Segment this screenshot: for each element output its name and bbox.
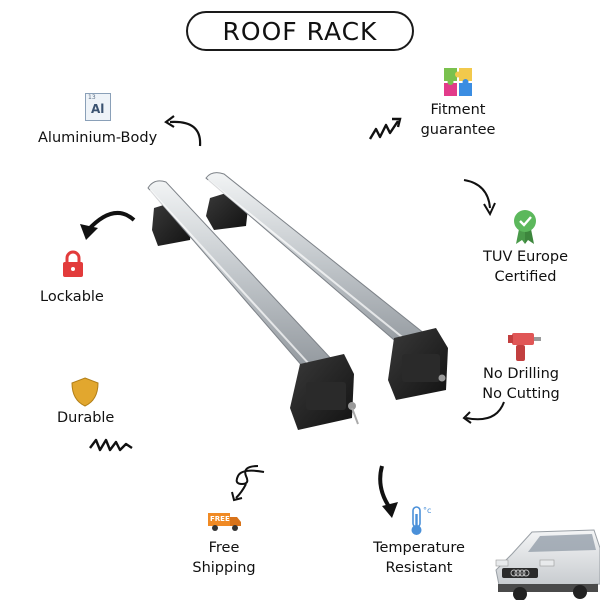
feature-fitment-line2: guarantee: [420, 122, 496, 138]
feature-fitment-label: Fitment guarantee: [418, 100, 498, 140]
feature-temperature-line1: Temperature: [373, 540, 465, 556]
feature-aluminium-label: Aluminium-Body: [38, 130, 158, 146]
squiggle-arrow-icon: [89, 438, 133, 452]
curved-arrow-icon: [80, 210, 136, 240]
curved-arrow-icon: [462, 401, 505, 424]
page-title: ROOF RACK: [222, 16, 378, 46]
feature-shipping-label: Free Shipping: [184, 538, 264, 578]
thermometer-icon: °c: [408, 506, 434, 536]
truck-shape: [208, 513, 241, 531]
temperature-unit: °c: [423, 506, 432, 515]
feature-durable-label: Durable: [57, 410, 115, 426]
feature-temperature-label: Temperature Resistant: [368, 538, 470, 578]
feature-shipping-line2: Shipping: [192, 560, 256, 576]
car-logo: [510, 569, 530, 577]
feature-tuv-line2: Certified: [494, 269, 557, 285]
feature-shipping-line1: Free: [208, 540, 240, 556]
car-image: [495, 529, 600, 600]
drill-icon: [508, 333, 541, 361]
feature-fitment-line1: Fitment: [430, 102, 486, 118]
feature-tuv-label: TUV Europe Certified: [478, 247, 573, 287]
thermometer-shape: [411, 506, 422, 535]
certified-badge-icon: [514, 210, 536, 244]
feature-lockable-label: Lockable: [40, 289, 104, 305]
feature-drilling-line2: No Cutting: [482, 386, 560, 402]
aluminium-element-icon: 13 Al: [85, 93, 111, 121]
feature-drilling-line1: No Drilling: [483, 366, 559, 382]
feature-drilling-label: No Drilling No Cutting: [476, 364, 566, 404]
padlock-icon: [63, 250, 83, 277]
title-badge: ROOF RACK: [186, 11, 414, 51]
curved-arrow-icon: [378, 465, 398, 518]
feature-temperature-line2: Resistant: [385, 560, 453, 576]
free-badge-text: FREE: [210, 515, 230, 523]
feature-tuv-line1: TUV Europe: [483, 249, 568, 265]
shield-icon: [71, 377, 99, 407]
squiggle-arrow-icon: [368, 117, 402, 140]
curved-arrow-icon: [463, 179, 496, 217]
curved-arrow-icon: [164, 115, 202, 147]
rack-foot-front-left: [290, 354, 359, 430]
roof-rack-image: [147, 172, 448, 430]
loop-arrow-icon: [231, 465, 265, 502]
puzzle-icon: [444, 68, 472, 96]
element-number: 13: [88, 94, 96, 101]
rack-foot-front-right: [388, 328, 448, 400]
delivery-truck-icon: FREE: [208, 512, 242, 532]
element-symbol: Al: [91, 102, 105, 116]
